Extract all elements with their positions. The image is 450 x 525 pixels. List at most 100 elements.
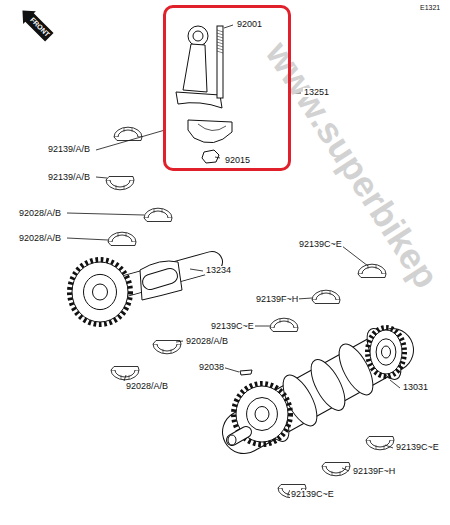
part-outline: [67, 238, 108, 240]
part-outline: [270, 328, 298, 332]
part-outline: [217, 36, 223, 38]
part-outline: [255, 407, 269, 422]
sheet-code: E1321: [419, 4, 441, 11]
part-outline: [140, 261, 182, 300]
part-outline: [247, 398, 278, 431]
part-outline: [72, 262, 128, 322]
callout-number: 92028/A/B: [18, 209, 62, 218]
part-drawing: [16, 4, 56, 44]
part-outline: [217, 39, 223, 41]
part-outline: [93, 284, 108, 300]
callout-number: 13031: [402, 383, 429, 392]
part-outline: [153, 344, 181, 354]
part-outline: [70, 260, 130, 324]
highlight-box: 92001 92015: [163, 5, 291, 171]
callout-number: 92001: [236, 20, 263, 29]
callout-number: 92015: [224, 156, 251, 165]
part-outline: [144, 208, 172, 218]
part-drawing: [322, 463, 350, 476]
part-outline: [114, 127, 142, 137]
callout-number: 92139C~E: [395, 443, 440, 452]
part-outline: [84, 274, 117, 309]
part-outline: [106, 177, 134, 181]
part-outline: [108, 232, 136, 242]
part-outline: [124, 375, 126, 381]
part-outline: [106, 180, 134, 190]
part-outline: [278, 485, 306, 489]
part-outline: [150, 276, 170, 282]
part-outline: [366, 437, 394, 441]
part-outline: [376, 339, 396, 365]
part-outline: [116, 185, 124, 189]
part-outline: [385, 445, 393, 448]
part-drawing: [312, 290, 340, 303]
part-outline: [253, 326, 270, 327]
callout-number: 13251: [303, 88, 330, 97]
part-outline: [342, 246, 368, 266]
part-outline: [342, 468, 349, 471]
callout-number: 92139C~E: [290, 490, 335, 499]
callout-number: 92139F~H: [255, 295, 299, 304]
part-outline: [154, 209, 162, 213]
callout-number: 13234: [205, 266, 232, 275]
part-outline: [202, 150, 219, 163]
part-outline: [163, 349, 171, 353]
part-outline: [96, 130, 165, 150]
part-outline: [176, 341, 183, 342]
front-arrow: [16, 4, 56, 44]
part-outline: [358, 274, 386, 278]
part-drawing: [106, 177, 134, 190]
part-outline: [370, 330, 402, 374]
part-drawing: [114, 127, 142, 140]
part-drawing: [358, 264, 386, 277]
part-drawing: [67, 25, 408, 498]
part-outline: [183, 44, 207, 92]
part-outline: [217, 48, 223, 50]
watermark: www.superbikep: [259, 35, 445, 295]
part-outline: [332, 471, 340, 475]
part-outline: [67, 213, 144, 215]
part-outline: [198, 124, 226, 131]
part-outline: [240, 370, 252, 375]
part-outline: [108, 242, 136, 246]
part-outline: [382, 346, 391, 358]
part-outline: [188, 120, 232, 143]
part-outline: [111, 367, 139, 371]
part-outline: [150, 276, 170, 282]
callout-number: 92139F~H: [352, 467, 396, 476]
part-outline: [312, 290, 340, 300]
part-outline: [358, 264, 386, 274]
part-outline: [176, 92, 222, 108]
part-outline: [124, 128, 132, 132]
part-outline: [360, 324, 407, 385]
part-drawing: [270, 318, 298, 331]
callout-number: 92139/A/B: [47, 173, 91, 182]
part-outline: [217, 42, 223, 44]
part-outline: [144, 218, 172, 222]
part-drawing: [153, 341, 181, 354]
part-outline: [188, 26, 208, 46]
part-outline: [217, 26, 223, 98]
part-outline: [217, 30, 223, 32]
part-outline: [190, 269, 203, 271]
part-outline: [366, 440, 394, 450]
part-outline: [215, 157, 220, 158]
callout-number: 92038: [198, 363, 225, 372]
part-drawing: [144, 208, 172, 221]
callout-number: 92139C~E: [210, 322, 255, 331]
part-outline: [322, 466, 350, 476]
part-outline: [96, 177, 107, 178]
part-outline: [376, 445, 384, 449]
part-outline: [312, 300, 340, 304]
part-outline: [368, 328, 404, 376]
part-outline: [217, 45, 223, 47]
callout-number: 92028/A/B: [185, 337, 229, 346]
part-outline: [322, 291, 330, 295]
part-drawing: [108, 232, 136, 245]
part-outline: [390, 380, 400, 388]
part-outline: [270, 318, 298, 328]
part-outline: [217, 51, 223, 53]
callout-number: 92139C~E: [298, 240, 343, 249]
